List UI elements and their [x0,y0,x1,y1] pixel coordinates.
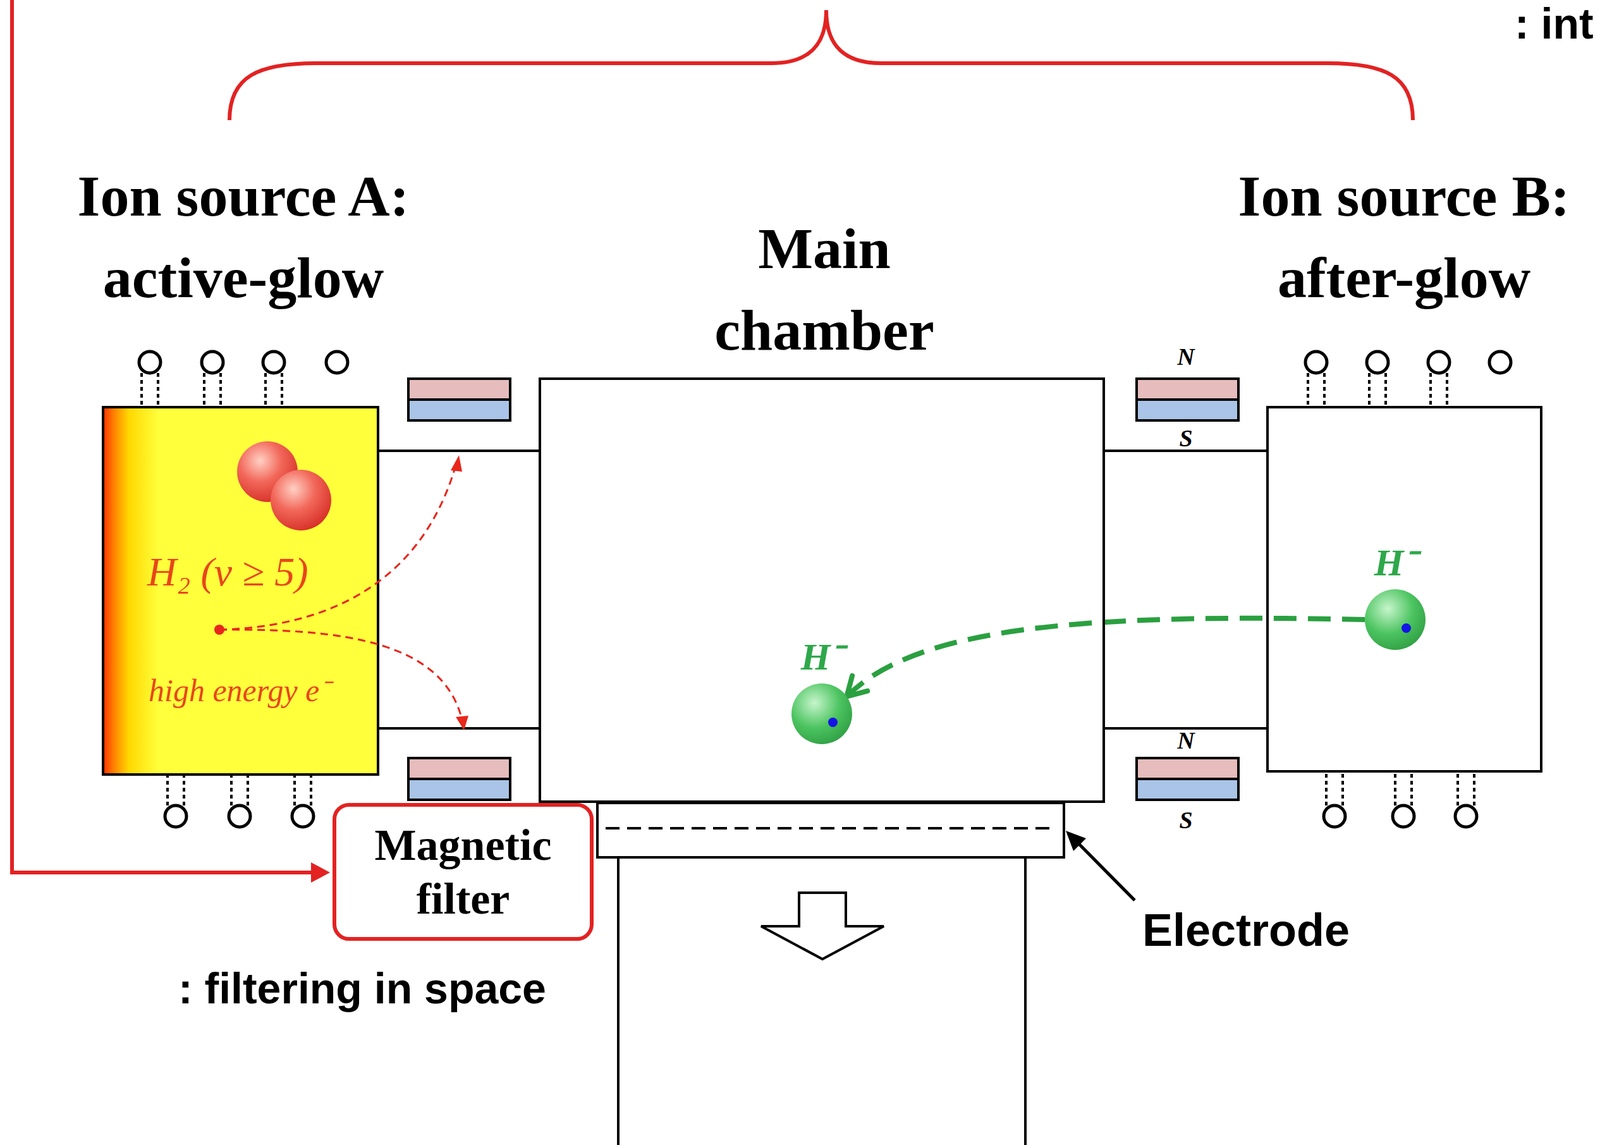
ion-ball: H⁻ [1364,589,1426,650]
ion-path-arrow [846,618,1365,697]
part-label: Electrode [1142,905,1350,956]
pole-label: S [1178,807,1193,834]
ion-ball: H⁻ [791,683,853,745]
note-label: : filtering in space [178,964,547,1013]
ion-label: H⁻ [1374,534,1417,587]
ion-source-box: Ion source B: after-glowH⁻ [1266,405,1543,773]
pole-label: N [1177,727,1195,755]
node-heading: Ion source B: after-glow [1214,155,1594,319]
pole-label: N [1177,343,1195,371]
chamber-box: Main chamberH⁻ [538,377,1106,803]
electron-dot [828,717,838,727]
box-label: Magnetic filter [342,818,584,927]
electron-dot [1401,623,1411,633]
electron-label: high energy e⁻ [148,667,330,711]
node-heading: Main chamber [685,207,964,372]
leader-line [1065,830,1135,901]
electrode [597,802,1064,1145]
arrowhead [311,862,330,883]
red-bracket [12,0,1413,873]
filter-box: Magnetic filter [332,802,594,941]
magnets [408,378,1239,800]
ion-source-box: Ion source A: active-glowH₂ (v ≥ 5)high … [101,405,380,776]
cut-label: : int [1514,0,1594,48]
pole-label: S [1178,425,1193,452]
ion-label: H⁻ [800,629,844,681]
molecule-label: H₂ (v ≥ 5) [147,548,309,596]
node-heading: Ion source A: active-glow [53,155,434,319]
